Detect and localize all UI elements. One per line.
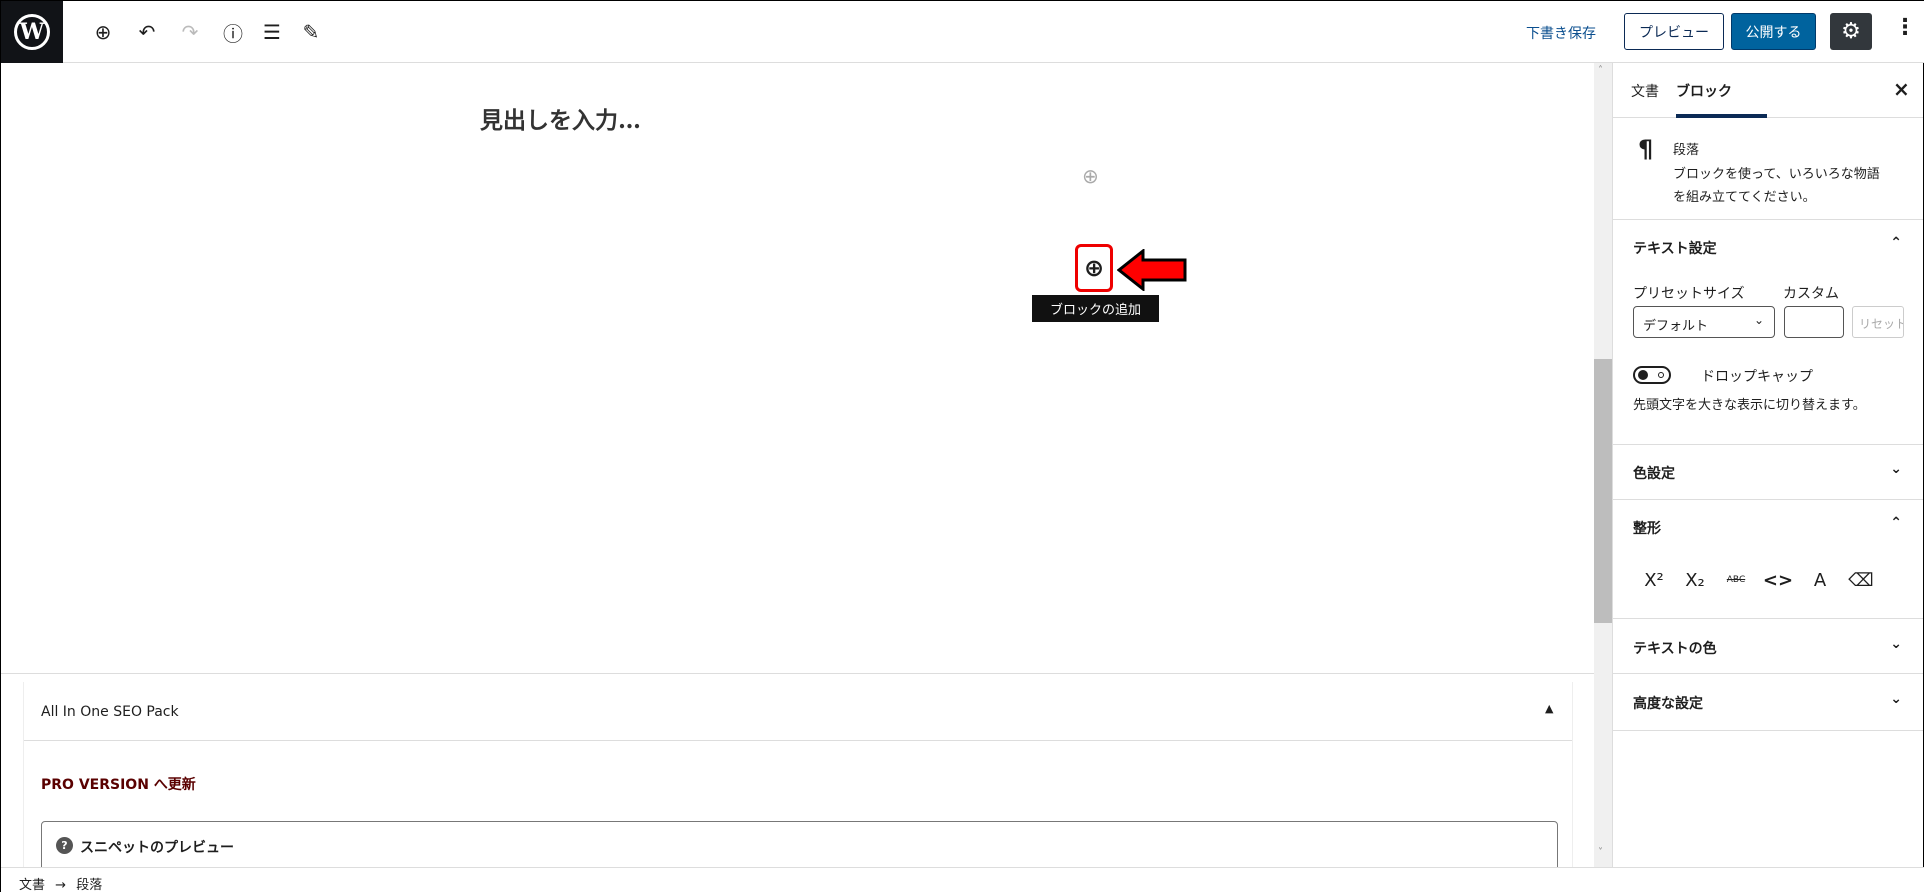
- tab-block[interactable]: ブロック: [1676, 84, 1732, 100]
- plus-circle-icon: ⊕: [1083, 254, 1105, 282]
- preset-size-label: プリセットサイズ: [1633, 286, 1745, 302]
- block-name: 段落: [1673, 143, 1700, 158]
- text-color-icon[interactable]: A: [1813, 569, 1827, 591]
- help-icon[interactable]: ?: [56, 837, 73, 854]
- wordpress-icon: W: [14, 14, 50, 50]
- seo-panel: All In One SEO Pack ▲ PRO VERSION へ更新 ? …: [23, 682, 1573, 881]
- color-settings-toggle[interactable]: 色設定: [1633, 466, 1675, 482]
- seo-panel-header[interactable]: All In One SEO Pack ▲: [24, 682, 1572, 741]
- save-draft-button[interactable]: 下書き保存: [1526, 26, 1596, 42]
- undo-icon[interactable]: ↶: [138, 20, 156, 44]
- settings-sidebar: 文書 ブロック × ¶ 段落 ブロックを使って、いろいろな物語 を組み立ててくだ…: [1612, 63, 1923, 867]
- edit-pencil-icon[interactable]: ✎: [302, 20, 320, 44]
- strikethrough-icon[interactable]: ABC: [1726, 575, 1746, 585]
- inline-code-icon[interactable]: <>: [1762, 569, 1794, 591]
- chevron-down-icon: ⌄: [1753, 313, 1764, 327]
- chevron-up-icon[interactable]: ⌃: [1890, 235, 1902, 251]
- chevron-up-icon[interactable]: ⌃: [1890, 515, 1902, 531]
- superscript-icon[interactable]: X²: [1644, 569, 1664, 591]
- dropcap-toggle[interactable]: [1633, 366, 1671, 384]
- chevron-down-icon[interactable]: ⌄: [1890, 636, 1902, 652]
- active-tab-indicator: [1676, 114, 1767, 118]
- divider: [1613, 444, 1923, 445]
- block-description-2: を組み立ててください。: [1673, 190, 1816, 205]
- tab-document[interactable]: 文書: [1631, 84, 1659, 100]
- block-description: ブロックを使って、いろいろな物語: [1673, 167, 1880, 182]
- format-toggle[interactable]: 整形: [1633, 521, 1661, 537]
- breadcrumb-document[interactable]: 文書: [19, 878, 46, 893]
- chevron-down-icon[interactable]: ⌄: [1890, 461, 1902, 477]
- subscript-icon[interactable]: X₂: [1685, 569, 1705, 591]
- paragraph-icon: ¶: [1638, 135, 1654, 163]
- reset-button[interactable]: リセット: [1852, 306, 1904, 338]
- snippet-title: スニペットのプレビュー: [80, 840, 234, 856]
- breadcrumb: 文書 → 段落: [1, 867, 1924, 893]
- breadcrumb-paragraph[interactable]: 段落: [76, 878, 103, 893]
- pro-upgrade-link[interactable]: PRO VERSION へ更新: [41, 777, 196, 793]
- seo-panel-title: All In One SEO Pack: [41, 704, 179, 720]
- dropcap-help: 先頭文字を大きな表示に切り替えます。: [1633, 398, 1866, 413]
- post-title-input[interactable]: 見出しを入力…: [480, 107, 641, 134]
- divider: [1613, 499, 1923, 500]
- list-view-icon[interactable]: ☰: [263, 20, 281, 44]
- divider: [1, 673, 1594, 674]
- add-block-button[interactable]: ⊕: [1075, 244, 1113, 292]
- divider: [1613, 219, 1923, 220]
- sidebar-tabs: 文書 ブロック ×: [1613, 63, 1923, 118]
- advanced-settings-toggle[interactable]: 高度な設定: [1633, 696, 1703, 712]
- dropcap-label: ドロップキャップ: [1701, 369, 1813, 385]
- add-block-icon[interactable]: ⊕: [94, 20, 112, 44]
- settings-gear-icon[interactable]: ⚙: [1830, 13, 1872, 50]
- close-icon[interactable]: ×: [1893, 77, 1910, 101]
- chevron-down-icon[interactable]: ⌄: [1890, 691, 1902, 707]
- preset-size-select[interactable]: デフォルト ⌄: [1633, 306, 1775, 338]
- wordpress-logo-button[interactable]: W: [1, 1, 63, 63]
- preset-size-value: デフォルト: [1643, 319, 1709, 334]
- text-settings-toggle[interactable]: テキスト設定: [1633, 241, 1717, 257]
- info-icon[interactable]: ⓘ: [223, 21, 243, 46]
- text-color-toggle[interactable]: テキストの色: [1633, 641, 1717, 657]
- redo-icon[interactable]: ↷: [181, 20, 199, 44]
- scrollbar-thumb[interactable]: [1594, 359, 1612, 623]
- breadcrumb-arrow: →: [55, 878, 67, 893]
- top-toolbar: W ⊕ ↶ ↷ ⓘ ☰ ✎ 下書き保存 プレビュー 公開する ⚙ ⋮: [1, 1, 1924, 63]
- collapse-triangle-icon[interactable]: ▲: [1545, 702, 1554, 715]
- tooltip: ブロックの追加: [1032, 295, 1159, 322]
- custom-size-input[interactable]: [1784, 306, 1844, 338]
- red-arrow-annotation: [1117, 249, 1187, 291]
- divider: [1613, 673, 1923, 674]
- more-options-icon[interactable]: ⋮: [1894, 15, 1916, 40]
- divider: [1613, 730, 1923, 731]
- custom-size-label: カスタム: [1783, 286, 1839, 302]
- preview-button[interactable]: プレビュー: [1624, 13, 1724, 50]
- divider: [1613, 618, 1923, 619]
- eraser-icon[interactable]: ⌫: [1848, 569, 1874, 591]
- publish-button[interactable]: 公開する: [1731, 13, 1816, 50]
- inline-add-block-icon[interactable]: ⊕: [1082, 164, 1099, 188]
